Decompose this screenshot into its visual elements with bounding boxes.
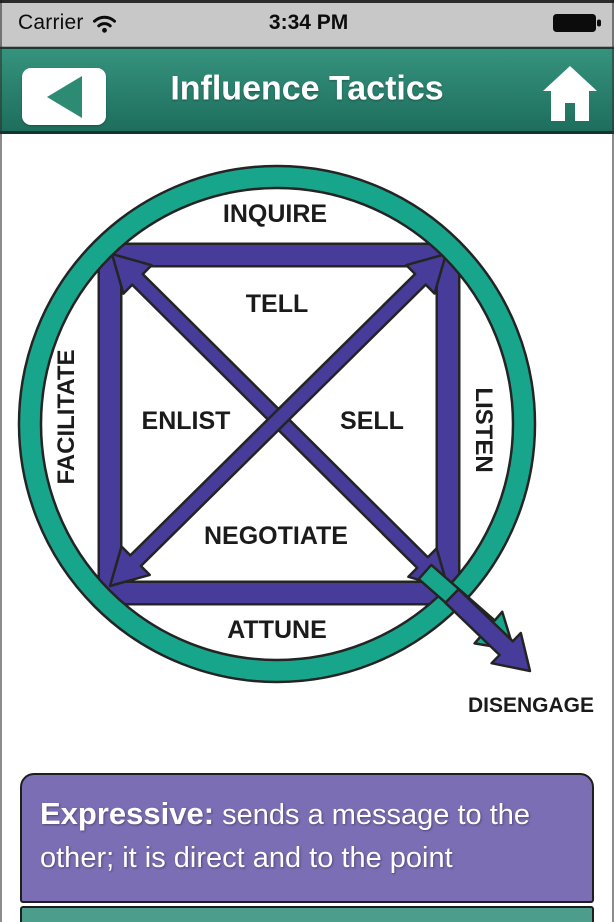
page-title: Influence Tactics: [170, 69, 444, 108]
label-listen: LISTEN: [470, 387, 497, 472]
wifi-icon: [92, 15, 116, 33]
label-attune: ATTUNE: [227, 616, 327, 644]
back-button[interactable]: [22, 68, 106, 125]
definition-text-line1: sends a message to the: [222, 799, 531, 831]
status-bar: Carrier 3:34 PM: [0, 0, 614, 47]
label-disengage: DISENGAGE: [468, 694, 594, 717]
label-inquire: INQUIRE: [223, 200, 327, 228]
definition-text-line2: other; it is direct and to the point: [40, 842, 453, 874]
next-card-partial: [20, 906, 594, 922]
label-negotiate: NEGOTIATE: [204, 522, 348, 550]
app-header: Influence Tactics: [0, 47, 614, 134]
carrier-block: Carrier: [18, 11, 118, 35]
disengage-arrow: [444, 587, 532, 673]
label-facilitate: FACILITATE: [53, 349, 80, 484]
back-arrow-icon: [47, 75, 82, 118]
cycle-ring: [17, 164, 537, 684]
square-frame: [97, 242, 461, 606]
carrier-label: Carrier: [18, 11, 84, 34]
clock-label: 3:34 PM: [268, 11, 349, 34]
diagonal-arrow-ne-sw: [108, 252, 448, 588]
label-tell: TELL: [246, 290, 309, 318]
label-enlist: ENLIST: [142, 407, 231, 435]
label-sell: SELL: [340, 407, 404, 435]
battery-icon: [552, 11, 602, 40]
influence-diagram: INQUIRE TELL ENLIST SELL NEGOTIATE ATTUN…: [0, 134, 614, 774]
home-button[interactable]: [542, 63, 598, 123]
definition-card-expressive: Expressive: sends a message to the other…: [20, 773, 594, 903]
definition-term: Expressive:: [40, 796, 215, 831]
influence-diagram-svg: INQUIRE TELL ENLIST SELL NEGOTIATE ATTUN…: [17, 164, 594, 717]
home-icon: [543, 66, 597, 121]
